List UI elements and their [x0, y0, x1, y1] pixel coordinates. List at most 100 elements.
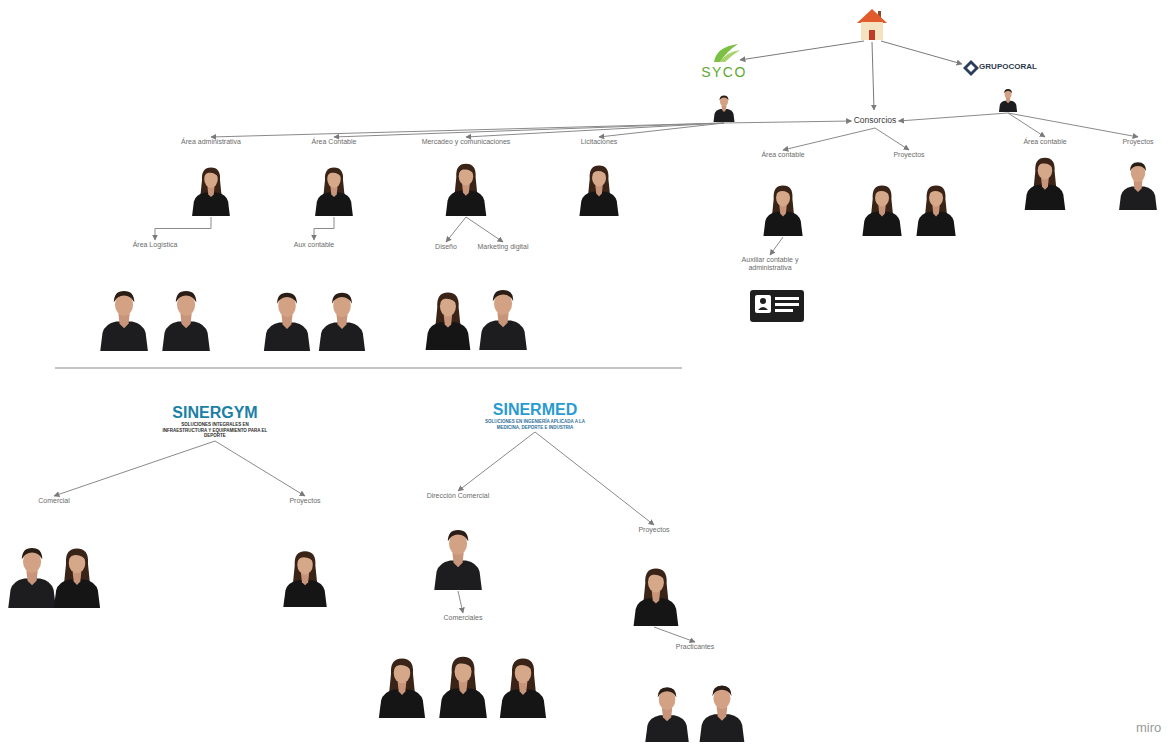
- org-unit: Área Logística: [95, 241, 215, 351]
- staff-photo: [1025, 158, 1066, 210]
- org-unit: Dirección Comercial: [426, 492, 491, 590]
- unit-label: Área contable: [761, 151, 804, 159]
- org-unit: Diseño: [421, 243, 471, 350]
- org-unit: SINERGYMSOLUCIONES INTEGRALES EN INFRAES…: [158, 403, 272, 440]
- unit-label: Proyectos: [638, 526, 669, 534]
- org-unit: SYCO: [700, 64, 748, 122]
- unit-label: Área Logística: [133, 241, 178, 249]
- org-connector: [54, 441, 215, 496]
- org-unit: Área Contable: [309, 138, 359, 216]
- org-connector: [466, 123, 724, 137]
- staff-photo: [379, 659, 425, 718]
- house-icon: [857, 9, 887, 40]
- unit-label: Auxiliar contable y administrativa: [733, 256, 807, 273]
- laptop-icon: [750, 290, 804, 322]
- unit-label: Área contable: [1023, 138, 1066, 146]
- org-unit: Proyectos: [854, 151, 964, 236]
- staff-photo: [264, 293, 310, 351]
- org-unit: Área administrativa: [180, 138, 242, 216]
- org-unit: Área contable: [758, 151, 808, 236]
- staff-photo: [162, 291, 210, 351]
- org-unit: SINERMEDSOLUCIONES EN INGENIERÍA APLICAD…: [479, 400, 591, 431]
- org-unit: Licitaciones: [574, 138, 624, 216]
- staff-photo: [479, 290, 527, 350]
- unit-label: GRUPOCORAL: [979, 62, 1037, 72]
- org-connector: [155, 217, 211, 240]
- staff-photo: [634, 568, 679, 626]
- unit-label: Marketing digital: [478, 243, 529, 251]
- staff-photo: [645, 687, 688, 742]
- org-unit: GRUPOCORAL: [978, 62, 1038, 112]
- org-connector: [466, 217, 503, 242]
- staff-photo: [1119, 162, 1157, 210]
- unit-label: Aux contable: [294, 241, 334, 249]
- staff-photo: [862, 186, 901, 236]
- unit-label: Proyectos: [1122, 138, 1153, 146]
- org-connector: [535, 432, 654, 525]
- staff-photo: [446, 164, 487, 216]
- house-lines: [740, 41, 962, 110]
- unit-label: Practicantes: [676, 643, 715, 651]
- org-unit: Comerciales: [374, 614, 552, 718]
- staff-photo: [916, 186, 955, 236]
- unit-label: Área Contable: [312, 138, 357, 146]
- staff-photo: [763, 186, 802, 236]
- unit-tagline: SOLUCIONES INTEGRALES EN INFRAESTRUCTURA…: [159, 422, 271, 438]
- org-connector: [899, 113, 1009, 121]
- org-unit: Área contable: [1020, 138, 1070, 210]
- unit-label: Área administrativa: [181, 138, 241, 146]
- staff-photo: [100, 291, 148, 351]
- org-unit: Proyectos: [622, 526, 686, 626]
- staff-photo: [434, 530, 482, 590]
- staff-photo: [500, 659, 546, 718]
- unit-label: Dirección Comercial: [427, 492, 490, 500]
- grupocoral-mark: [963, 60, 979, 76]
- org-unit: Proyectos: [1113, 138, 1163, 210]
- unit-label: Comerciales: [444, 614, 483, 622]
- unit-tagline: SOLUCIONES EN INGENIERÍA APLICADA A LA M…: [480, 419, 590, 430]
- staff-photo: [283, 551, 326, 607]
- org-unit: Practicantes: [639, 643, 751, 742]
- staff-photos: [8, 89, 1157, 742]
- org-connector: [724, 121, 852, 123]
- syco-leaf: [714, 44, 740, 62]
- unit-label: Diseño: [435, 243, 457, 251]
- staff-photo: [700, 685, 745, 741]
- org-connector: [215, 441, 305, 496]
- staff-photo: [999, 89, 1017, 112]
- staff-photo: [714, 96, 735, 123]
- unit-label: SINERGYM: [172, 403, 257, 422]
- org-connector: [211, 123, 724, 137]
- org-connector: [783, 128, 875, 150]
- org-unit: Mercadeo y comunicaciones: [421, 138, 512, 216]
- unit-label: SYCO: [701, 64, 747, 81]
- org-unit: Consorcios: [853, 115, 898, 127]
- org-connector: [446, 217, 466, 242]
- unit-label: Proyectos: [289, 497, 320, 505]
- org-connector: [599, 123, 724, 137]
- staff-photo: [315, 167, 353, 216]
- org-connector: [458, 432, 535, 491]
- org-connector: [1008, 113, 1138, 137]
- staff-photo: [8, 548, 56, 608]
- unit-label: SINERMED: [493, 400, 577, 419]
- org-connector: [654, 627, 695, 642]
- org-unit: Aux contable: [254, 241, 374, 351]
- org-unit: Auxiliar contable y administrativa: [732, 256, 808, 322]
- org-unit: Comercial: [2, 497, 106, 608]
- org-connector: [770, 237, 783, 255]
- watermark: miro: [1136, 720, 1161, 735]
- org-connector: [875, 128, 909, 150]
- org-unit: Marketing digital: [474, 243, 532, 350]
- unit-label: Licitaciones: [581, 138, 618, 146]
- staff-photo: [439, 657, 487, 718]
- staff-photo: [54, 549, 100, 608]
- org-connector: [314, 217, 334, 240]
- org-connector: [458, 591, 463, 613]
- staff-photo: [319, 293, 365, 351]
- separator-line: [55, 367, 682, 368]
- org-unit: Proyectos: [279, 497, 331, 607]
